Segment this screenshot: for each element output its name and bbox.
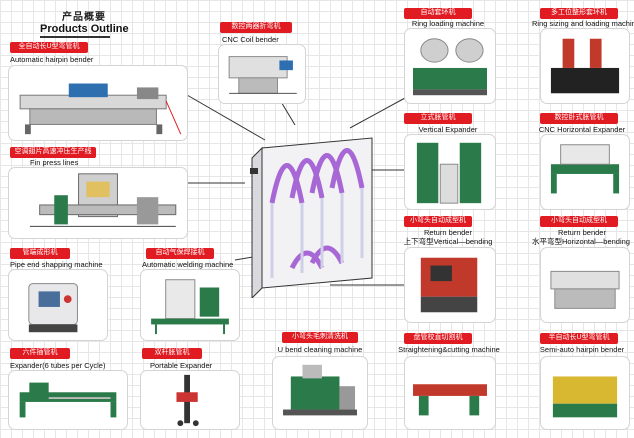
label-automatic-welding: Automatic welding machine	[142, 260, 234, 269]
image-cnc-horizontal-expander	[540, 134, 630, 210]
image-fin-press	[8, 167, 188, 239]
machine-illustration	[420, 257, 478, 313]
label-pipe-end-shaping: Pipe end shapping machine	[10, 260, 103, 269]
label-u-bend-cleaning: U bend cleaning machine	[277, 345, 363, 354]
tag-ring-loading: 自动套环机	[404, 8, 472, 19]
machine-illustration	[413, 38, 487, 96]
label-cnc-coil-bender: CNC Coil bender	[222, 35, 279, 44]
machine-illustration	[29, 173, 177, 227]
tag-return-bender-vertical: 小弯头自动成型机	[404, 216, 472, 227]
machine-illustration	[550, 38, 620, 94]
tag-ring-sizing-loading: 多工位整形套环机	[540, 8, 618, 19]
tag-expander-6-tubes: 六件插管机	[10, 348, 70, 359]
label-return-bender-horizontal-2: 水平弯型Horizontal—bending	[532, 237, 630, 246]
image-portable-expander	[140, 370, 240, 430]
image-expander-6-tubes	[8, 370, 128, 430]
tag-cnc-horizontal-expander: 数控卧式胀管机	[540, 113, 618, 124]
label-cnc-horizontal-expander: CNC Horizontal Expander	[538, 125, 626, 134]
image-automatic-hairpin-bender	[8, 65, 188, 141]
machine-illustration	[416, 142, 482, 204]
tag-straightening-abutting: 盘管校直切割机	[404, 333, 472, 344]
tag-cnc-coil-bender: 数控两器折弯机	[220, 22, 292, 33]
machine-illustration	[19, 382, 117, 418]
tag-automatic-hairpin-bender: 全自动长U型弯管机	[10, 42, 88, 53]
tag-fin-press: 空调翅片高速冲压生产线	[10, 147, 96, 158]
label-expander-6-tubes: Expander(6 tubes per Cycle)	[10, 361, 106, 370]
page-title-en: Products Outline	[40, 23, 129, 35]
tag-portable-expander: 双杆胀管机	[142, 348, 202, 359]
machine-illustration	[283, 364, 357, 416]
label-fin-press: Fin press lines	[30, 158, 79, 167]
image-cnc-coil-bender	[218, 44, 306, 104]
tag-automatic-welding: 自动气保焊接机	[146, 248, 214, 259]
machine-illustration	[550, 270, 620, 309]
label-vertical-expander: Vertical Expander	[418, 125, 478, 134]
tag-semi-auto-hairpin: 半自动长U型弯管机	[540, 333, 618, 344]
image-return-bender-horizontal	[540, 247, 630, 323]
label-ring-loading: Ring loading machine	[411, 19, 485, 28]
image-ring-sizing-loading	[540, 28, 630, 104]
image-pipe-end-shaping	[8, 269, 108, 341]
machine-illustration	[176, 374, 199, 427]
machine-illustration	[413, 384, 487, 416]
image-ring-loading	[404, 28, 496, 104]
machine-illustration	[552, 376, 618, 418]
label-return-bender-horizontal-1: Return bender	[558, 228, 606, 237]
image-vertical-expander	[404, 134, 496, 210]
image-straightening-abutting	[404, 356, 496, 430]
tag-return-bender-horizontal: 小弯头自动成型机	[540, 216, 618, 227]
image-automatic-welding	[140, 269, 240, 341]
machine-illustration	[28, 283, 78, 333]
machine-illustration	[550, 144, 620, 194]
label-ring-sizing-loading: Ring sizing and loading machine	[532, 19, 634, 28]
tag-u-bend-cleaning: 小弯头毛刺清洗机	[282, 332, 358, 343]
image-u-bend-cleaning	[272, 356, 368, 430]
image-return-bender-vertical	[404, 247, 496, 323]
page-title-cn: 产品概要	[62, 12, 106, 23]
label-portable-expander: Portable Expander	[150, 361, 213, 370]
label-straightening-abutting: Straightening&cutting machine	[398, 345, 500, 354]
machine-illustration	[19, 83, 182, 135]
label-semi-auto-hairpin: Semi-auto hairpin bender	[539, 345, 625, 354]
tag-pipe-end-shaping: 管端成形机	[10, 248, 70, 259]
label-return-bender-vertical-2: 上下弯型Vertical—bending	[403, 237, 493, 246]
machine-illustration	[228, 56, 297, 94]
label-automatic-hairpin-bender: Automatic hairpin bender	[10, 55, 94, 64]
tag-vertical-expander: 立式胀管机	[404, 113, 472, 124]
coil-illustration	[232, 108, 382, 300]
image-semi-auto-hairpin	[540, 356, 630, 430]
heat-exchanger-coil	[250, 137, 373, 300]
title-underline	[40, 36, 110, 38]
label-return-bender-vertical-1: Return bender	[424, 228, 472, 237]
machine-illustration	[151, 279, 229, 335]
page-header: 产品概要 Products Outline	[40, 8, 129, 38]
